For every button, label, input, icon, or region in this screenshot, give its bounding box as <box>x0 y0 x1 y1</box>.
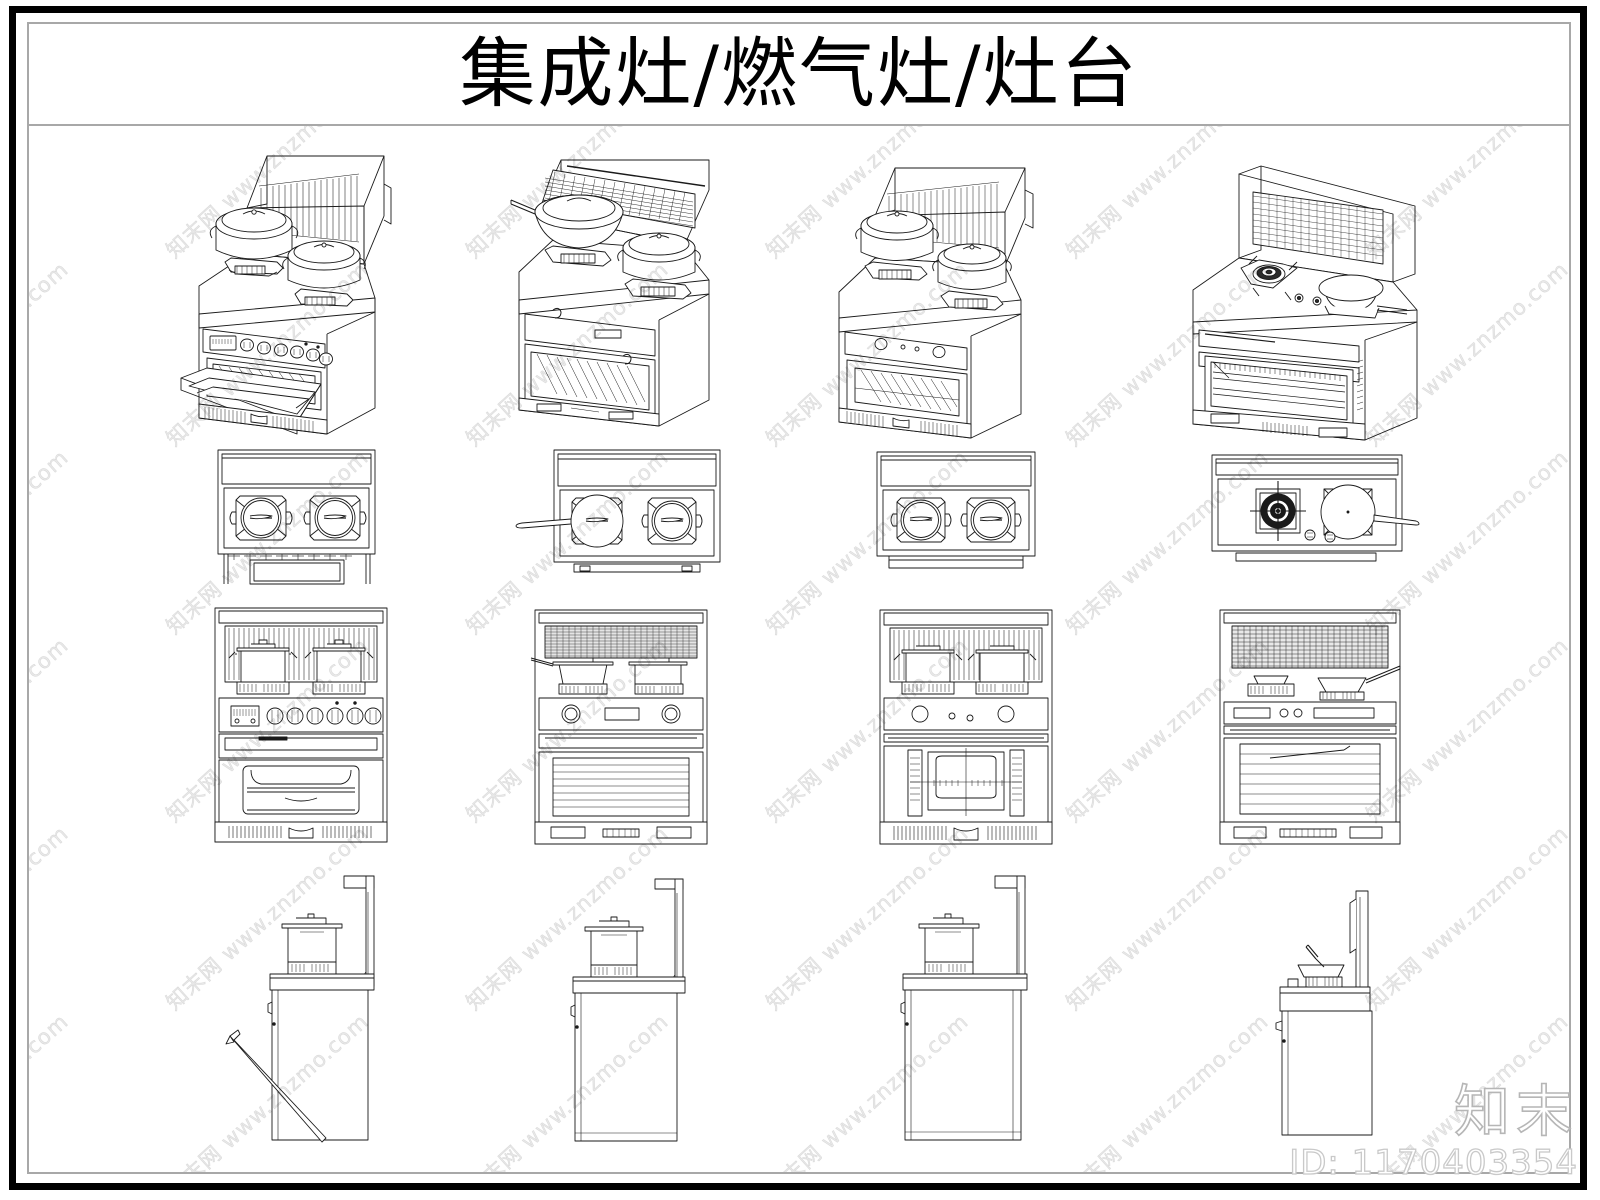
drawing-area <box>29 126 1569 1172</box>
cad-block-range-elevation-c <box>874 608 1059 848</box>
page-title: 集成灶/燃气灶/灶台 <box>459 29 1139 118</box>
cad-block-cooktop-plan-c <box>859 448 1049 578</box>
cad-block-cooktop-plan-b <box>514 446 729 586</box>
cad-block-range-elevation-d <box>1214 608 1409 848</box>
cad-block-integrated-range-iso-a <box>179 146 409 436</box>
cad-block-cooktop-plan-a <box>204 446 389 586</box>
cad-block-cooktop-side-a <box>204 866 404 1146</box>
sheet-outer-border <box>9 6 1587 1190</box>
cad-block-range-elevation-a <box>207 606 397 846</box>
cad-block-integrated-range-iso-d <box>1179 156 1429 446</box>
title-band: 集成灶/燃气灶/灶台 <box>29 24 1569 126</box>
cad-block-cooktop-side-c <box>859 866 1059 1146</box>
cad-block-cooktop-side-d <box>1214 871 1409 1141</box>
cad-block-range-elevation-b <box>529 608 714 848</box>
cad-block-integrated-range-iso-b <box>509 154 759 434</box>
cad-block-integrated-range-iso-c <box>829 154 1069 444</box>
cad-block-cooktop-plan-d <box>1204 451 1420 576</box>
cad-block-cooktop-side-b <box>529 871 719 1146</box>
